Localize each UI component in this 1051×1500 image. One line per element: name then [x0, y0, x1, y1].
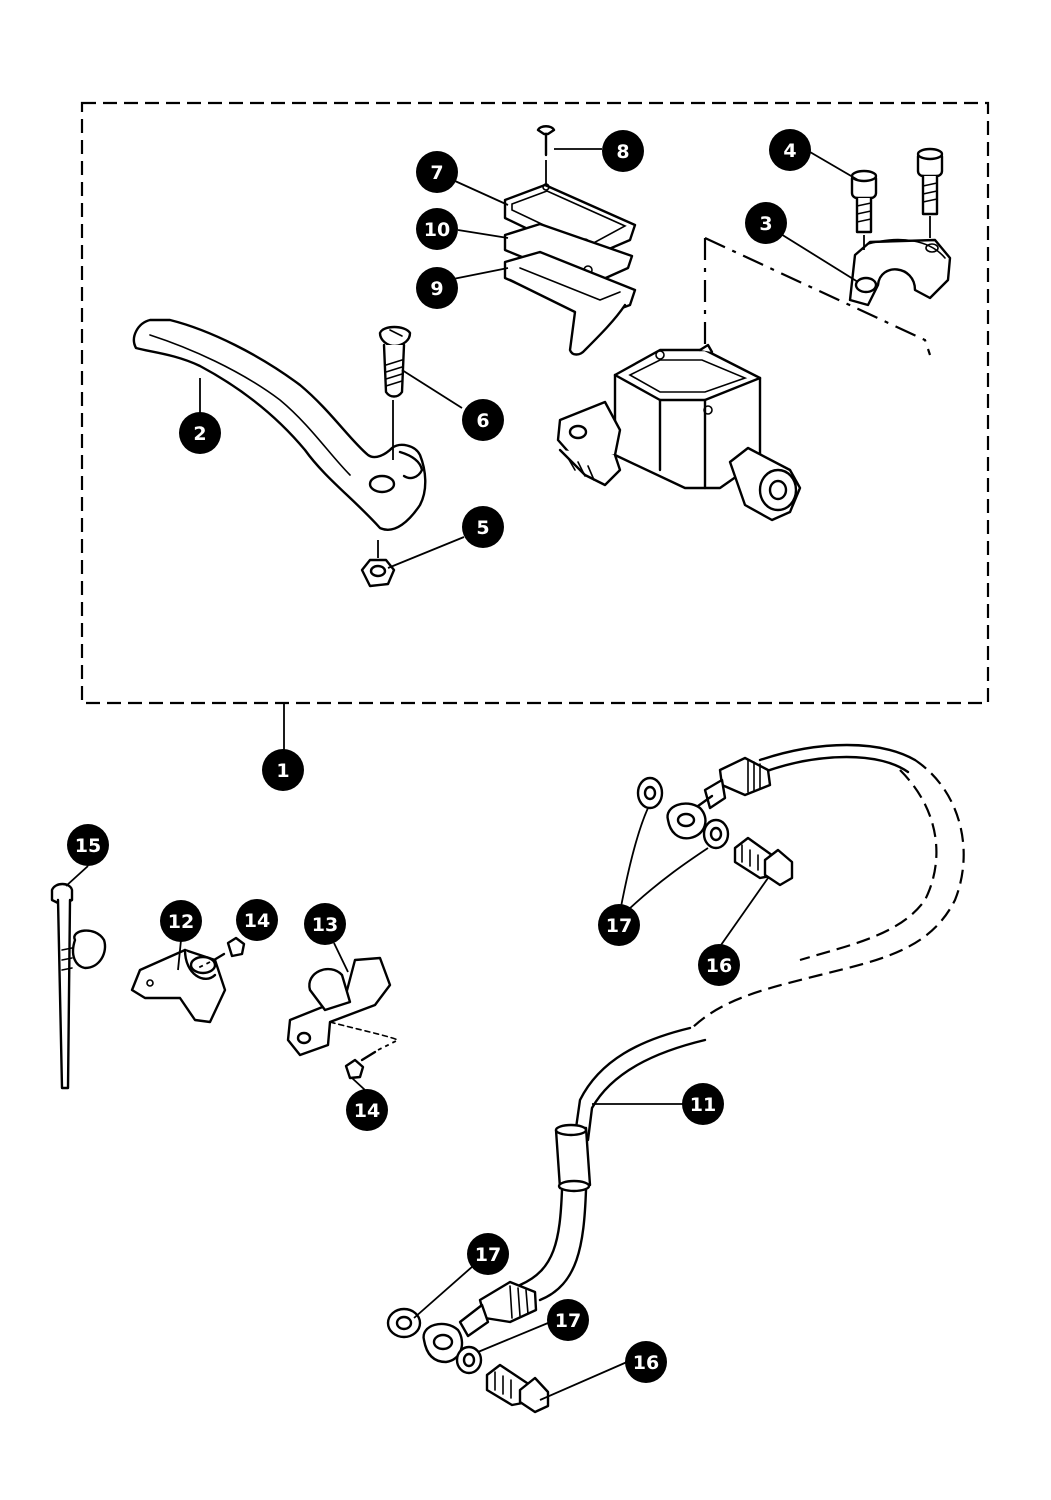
callout-16: 16 — [698, 944, 740, 986]
callout-5: 5 — [462, 506, 504, 548]
hose-guide-part — [130, 948, 227, 1024]
svg-text:5: 5 — [476, 517, 489, 539]
nut-part — [360, 540, 396, 588]
svg-text:12: 12 — [168, 911, 194, 933]
leader-lines — [65, 148, 859, 1401]
svg-text:10: 10 — [424, 219, 450, 241]
callout-17: 17 — [598, 904, 640, 946]
master-cylinder-body — [556, 343, 802, 522]
svg-text:9: 9 — [430, 278, 443, 300]
svg-text:1: 1 — [276, 760, 289, 782]
svg-text:7: 7 — [430, 162, 443, 184]
handlebar-clamp-part — [848, 238, 952, 307]
callout-15: 15 — [67, 824, 109, 866]
callout-11: 11 — [682, 1083, 724, 1125]
svg-text:11: 11 — [690, 1094, 716, 1116]
small-screw-part — [197, 936, 246, 969]
clamp-bolt-part — [850, 169, 878, 250]
clamp-bolt-part — [916, 147, 944, 238]
svg-text:16: 16 — [633, 1352, 659, 1374]
svg-text:14: 14 — [244, 910, 270, 932]
svg-text:16: 16 — [706, 955, 732, 977]
callout-14: 14 — [236, 899, 278, 941]
svg-text:2: 2 — [193, 423, 206, 445]
callout-1: 1 — [262, 749, 304, 791]
pivot-bolt-part — [378, 325, 412, 460]
brake-hose-part — [386, 743, 965, 1414]
hose-bracket-part — [286, 956, 399, 1057]
callout-12: 12 — [160, 900, 202, 942]
cable-tie-part — [50, 882, 107, 1090]
svg-text:14: 14 — [354, 1100, 380, 1122]
svg-text:6: 6 — [476, 410, 489, 432]
bellows-part — [503, 250, 637, 356]
callout-10: 10 — [416, 208, 458, 250]
callout-17: 17 — [467, 1233, 509, 1275]
callout-9: 9 — [416, 267, 458, 309]
callout-16: 16 — [625, 1341, 667, 1383]
callout-3: 3 — [745, 202, 787, 244]
svg-text:8: 8 — [616, 141, 629, 163]
callout-6: 6 — [462, 399, 504, 441]
svg-text:15: 15 — [75, 835, 101, 857]
svg-text:13: 13 — [312, 914, 338, 936]
callout-14: 14 — [346, 1089, 388, 1131]
callout-8: 8 — [602, 130, 644, 172]
svg-text:17: 17 — [555, 1310, 581, 1332]
assembly-group-box — [80, 101, 990, 705]
callout-7: 7 — [416, 151, 458, 193]
callout-17: 17 — [547, 1299, 589, 1341]
callout-2: 2 — [179, 412, 221, 454]
svg-text:3: 3 — [759, 213, 772, 235]
cap-screw-part — [536, 125, 556, 185]
svg-text:17: 17 — [606, 915, 632, 937]
small-screw-part — [344, 1039, 399, 1080]
svg-text:4: 4 — [783, 140, 796, 162]
brake-lever-part — [132, 318, 427, 531]
callout-13: 13 — [304, 903, 346, 945]
callout-4: 4 — [769, 129, 811, 171]
svg-text:17: 17 — [475, 1244, 501, 1266]
